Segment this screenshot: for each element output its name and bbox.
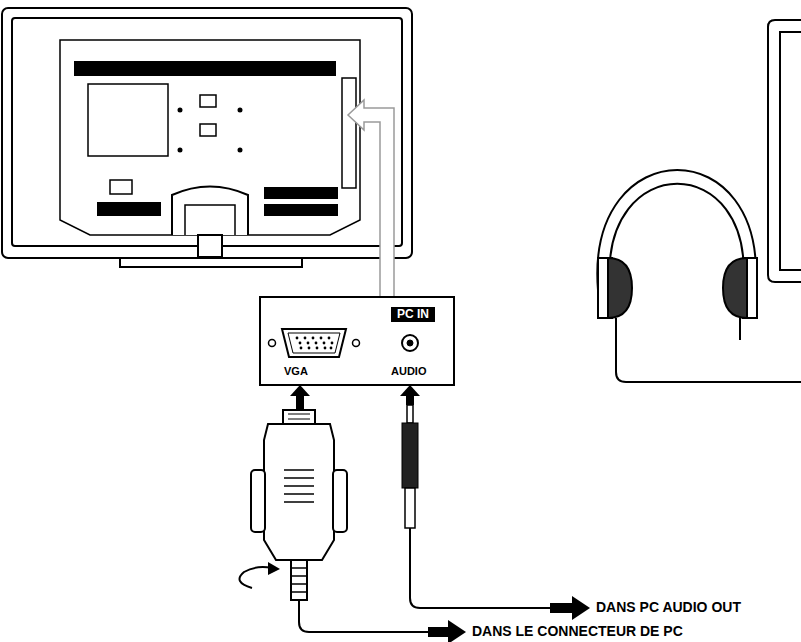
vga-pins [296,337,334,350]
direction-arrow [550,603,572,613]
vga-cable [299,600,428,632]
vga-screw [269,340,276,347]
direction-arrow [572,596,590,620]
insert-arrow [406,395,414,405]
thumbscrew [333,470,347,532]
panel-title: PC IN [391,307,435,322]
audio-plug-tip [407,405,413,423]
audio-plug-body [402,423,418,488]
panel-ports [269,329,419,357]
vga-plug-body [264,424,334,560]
tv-inner-frame [12,18,402,246]
screw-hole [179,149,182,152]
port-label: VGA [284,365,308,377]
tv-stand-base [120,258,302,267]
tv-label-plate [98,203,160,215]
tv-frame [768,20,801,282]
insert-arrow [400,385,420,396]
panel-background [259,296,455,386]
ear-cup [608,258,632,318]
power-switch [110,180,132,194]
ear-cup [723,258,747,318]
side-ports [342,78,356,188]
strain-relief [291,568,307,592]
turn-arrow-head [268,562,280,575]
vga-port [282,329,346,357]
tv-panel [88,84,168,156]
destination-label: DANS PC AUDIO OUT [596,599,741,615]
vga-port-inner [288,333,340,353]
tv-back [2,8,412,267]
screw-hole [239,149,242,152]
screw-hole [179,109,182,112]
tv-stand-neck [172,187,248,236]
vga-grip [284,470,314,502]
turn-arrow [240,567,273,588]
thumbscrew [251,470,265,532]
insert-arrow [296,395,304,409]
headphone-cable [616,318,801,382]
tv-vent [75,62,335,75]
tv-stand-post [198,235,222,257]
second-tv [768,20,801,282]
screw-hole [239,109,242,112]
tv-mount [200,95,216,107]
direction-arrow [448,620,466,642]
audio-cable [410,528,550,608]
headphone-cable [739,318,741,340]
vga-plug-pins [288,414,310,419]
audio-plug [402,405,590,620]
vga-cable [299,600,466,642]
destination-label: DANS LE CONNECTEUR DE PC [472,623,683,639]
insert-arrows [290,385,420,409]
location-arrow [348,100,394,297]
tv-back-cover [60,40,360,235]
port-label: AUDIO [391,365,426,377]
tv-frame [2,8,412,258]
audio-jack-hole [407,340,413,346]
direction-arrow [428,627,448,637]
vga-screw [353,340,360,347]
tv-stand-neck [185,205,235,235]
vga-plug [240,410,348,600]
tv-vent [265,205,337,215]
insert-arrow [290,385,310,396]
tv-inner-frame [780,32,801,270]
connector-panel: PC IN VGA AUDIO [259,296,455,386]
tv-mount [200,124,216,136]
tv-vent [265,188,337,198]
strain-relief [291,560,307,600]
audio-plug-relief [405,488,415,528]
vga-plug-pins [283,410,315,424]
audio-jack [402,335,418,351]
